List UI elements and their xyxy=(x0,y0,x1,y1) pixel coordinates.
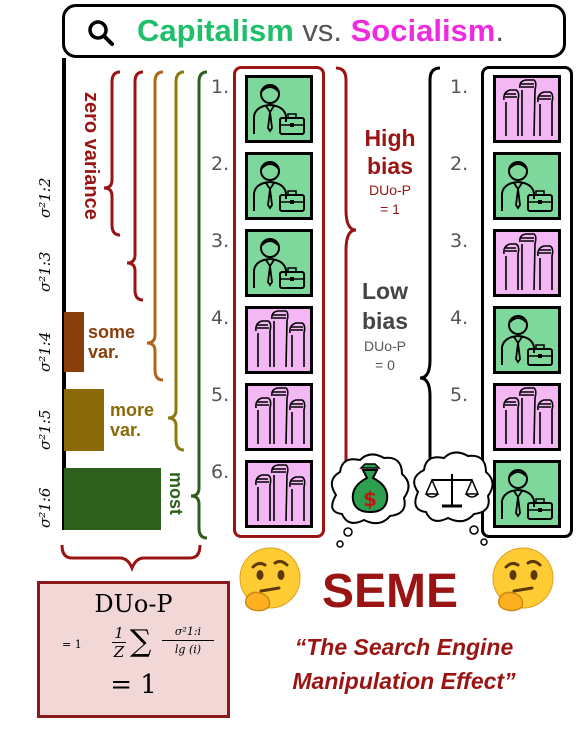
bar-sigma-1-5 xyxy=(64,389,104,451)
raised-fists-icon xyxy=(503,79,554,137)
low-bias-metric: DUo-P xyxy=(363,338,406,354)
svg-text:$: $ xyxy=(363,487,377,511)
search-term-socialism: Socialism xyxy=(350,13,496,48)
left-results-frame xyxy=(233,66,325,538)
thinking-face-icon-right xyxy=(492,547,554,612)
right-rank-1: 1. xyxy=(450,76,469,98)
sigma-label-1-3: σ²1:3 xyxy=(36,251,54,292)
more-variance-label-line2: var. xyxy=(110,420,142,440)
low-bias-line1: Low xyxy=(362,278,408,304)
search-term-capitalism: Capitalism xyxy=(137,13,294,48)
thought-bubble-right xyxy=(413,451,494,546)
businessman-icon xyxy=(253,161,305,212)
raised-fists-icon xyxy=(255,464,306,522)
high-bias-block: High bias DUo-P = 1 xyxy=(352,124,428,218)
left-rank-3: 3. xyxy=(211,230,230,252)
seme-title: SEME xyxy=(321,565,459,618)
left-rank-1: 1. xyxy=(211,76,230,98)
left-rank-4: 4. xyxy=(211,307,230,329)
raised-fists-icon xyxy=(503,387,554,445)
businessman-icon xyxy=(253,238,305,289)
search-vs: vs. xyxy=(293,13,351,48)
search-icon xyxy=(88,20,114,46)
formula-equals-small: = 1 xyxy=(62,638,82,651)
right-rank-2: 2. xyxy=(450,153,469,175)
right-rank-4: 4. xyxy=(450,307,469,329)
left-rank-5: 5. xyxy=(211,384,230,406)
seme-subtitle-line2: Manipulation Effect” xyxy=(292,668,516,694)
right-results-frame xyxy=(481,66,573,538)
high-bias-metric: DUo-P xyxy=(368,182,411,198)
brace-zero-variance-1 xyxy=(103,70,121,237)
right-result-card-6-capitalism[interactable] xyxy=(493,460,561,528)
left-result-card-4-socialism[interactable] xyxy=(245,306,313,374)
right-result-card-3-socialism[interactable] xyxy=(493,229,561,297)
zero-variance-label: zero variance xyxy=(80,92,102,220)
formula-title: DUo-P xyxy=(94,590,173,618)
low-bias-line2: bias xyxy=(361,308,409,334)
high-bias-line2: bias xyxy=(366,153,414,179)
sigma-label-1-2: σ²1:2 xyxy=(36,177,54,218)
search-query: Capitalism vs. Socialism. xyxy=(137,13,504,49)
most-variance-label: most xyxy=(166,472,186,516)
raised-fists-icon xyxy=(503,233,554,291)
money-bag-icon: $ xyxy=(351,463,389,514)
seme-subtitle: “The Search Engine Manipulation Effect” xyxy=(238,630,570,698)
right-result-card-5-socialism[interactable] xyxy=(493,383,561,451)
formula-result: = 1 xyxy=(110,670,157,700)
right-result-card-2-capitalism[interactable] xyxy=(493,152,561,220)
some-variance-label-line2: var. xyxy=(88,342,120,362)
more-variance-label: more var. xyxy=(110,400,154,440)
high-bias-value: = 1 xyxy=(380,201,400,217)
right-result-card-4-capitalism[interactable] xyxy=(493,306,561,374)
search-bar[interactable]: Capitalism vs. Socialism. xyxy=(62,4,566,58)
brace-most-variance xyxy=(190,70,208,540)
formula-box: DUo-P = 1 1 Z ∑ σ²1:i lg (i) = 1 xyxy=(37,581,230,718)
businessman-icon xyxy=(501,315,553,366)
sigma-label-1-4: σ²1:4 xyxy=(36,331,54,372)
businessman-icon xyxy=(501,469,553,520)
left-rank-2: 2. xyxy=(211,153,230,175)
sigma-label-1-5: σ²1:5 xyxy=(36,409,54,450)
seme-subtitle-line1: “The Search Engine xyxy=(294,634,514,660)
search-period: . xyxy=(495,13,504,48)
raised-fists-icon xyxy=(255,387,306,445)
formula-frac: 1 Z xyxy=(112,624,126,661)
low-bias-value: = 0 xyxy=(375,357,395,373)
left-result-card-6-socialism[interactable] xyxy=(245,460,313,528)
brace-some-variance xyxy=(146,70,164,382)
left-result-card-5-socialism[interactable] xyxy=(245,383,313,451)
brace-sum xyxy=(60,544,202,573)
businessman-icon xyxy=(253,84,305,135)
some-variance-label-line1: some xyxy=(88,322,136,342)
left-result-card-2-capitalism[interactable] xyxy=(245,152,313,220)
right-rank-5: 5. xyxy=(450,384,469,406)
some-variance-label: some var. xyxy=(88,322,135,362)
brace-more-variance xyxy=(167,70,185,452)
businessman-icon xyxy=(501,161,553,212)
sigma-label-1-6: σ²1:6 xyxy=(36,487,54,528)
right-rank-3: 3. xyxy=(450,230,469,252)
left-result-card-1-capitalism[interactable] xyxy=(245,75,313,143)
bar-sigma-1-6 xyxy=(64,468,161,530)
raised-fists-icon xyxy=(255,310,306,368)
more-variance-label-line1: more xyxy=(110,400,155,420)
balance-scale-icon xyxy=(424,474,480,508)
brace-zero-variance-2 xyxy=(126,70,144,302)
formula-frac-den: Z xyxy=(113,643,125,661)
bar-sigma-1-4 xyxy=(64,312,84,372)
formula-inner-num: σ²1:i xyxy=(162,624,214,641)
formula-inner: σ²1:i lg (i) xyxy=(162,624,214,659)
formula-inner-den: lg (i) xyxy=(174,643,202,656)
high-bias-line1: High xyxy=(364,125,416,151)
low-bias-block: Low bias DUo-P = 0 xyxy=(346,276,424,374)
right-result-card-1-socialism[interactable] xyxy=(493,75,561,143)
left-result-card-3-capitalism[interactable] xyxy=(245,229,313,297)
formula-sum: ∑ xyxy=(130,624,152,659)
thinking-face-icon-left xyxy=(239,547,301,612)
left-rank-6: 6. xyxy=(211,461,230,483)
formula-frac-num: 1 xyxy=(112,624,126,643)
